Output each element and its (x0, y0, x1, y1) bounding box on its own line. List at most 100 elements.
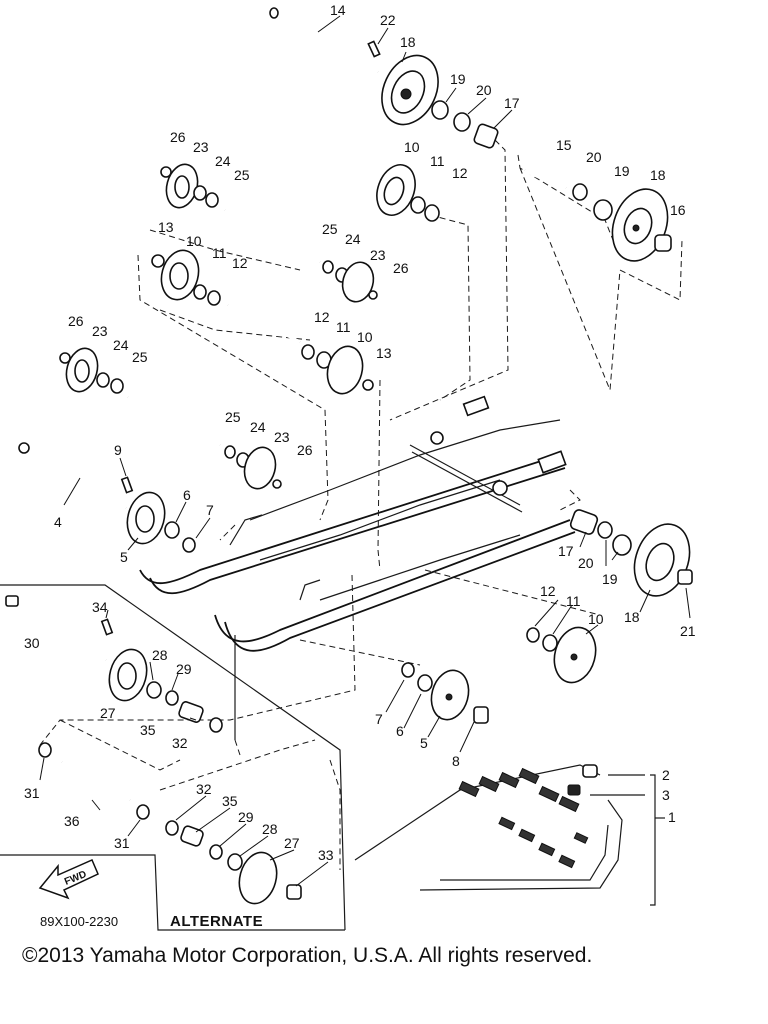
callout-23: 23 (274, 429, 290, 445)
callout-13: 13 (376, 345, 392, 361)
callout-24: 24 (113, 337, 129, 353)
fwd-arrow-icon: FWD (38, 859, 99, 900)
callout-6: 6 (183, 487, 191, 503)
callout-11: 11 (212, 245, 227, 261)
callout-25: 25 (132, 349, 148, 365)
callout-5: 5 (420, 735, 428, 751)
callout-23: 23 (370, 247, 386, 263)
copyright-notice: ©2013 Yamaha Motor Corporation, U.S.A. A… (22, 944, 593, 967)
callout-20: 20 (586, 149, 602, 165)
wheel-group-right-lower (569, 509, 693, 597)
nut-3 (567, 784, 581, 796)
pin-22 (367, 40, 381, 58)
callout-28: 28 (262, 821, 278, 837)
callout-10: 10 (404, 139, 420, 155)
callout-10: 10 (357, 329, 373, 345)
callout-leaders (39, 15, 691, 887)
callout-36: 36 (64, 813, 80, 829)
bracket-lower (537, 450, 567, 474)
callout-26: 26 (170, 129, 186, 145)
callout-19: 19 (450, 71, 466, 87)
callout-13: 13 (158, 219, 174, 235)
callout-28: 28 (152, 647, 168, 663)
alternate-label: ALTERNATE (170, 913, 263, 930)
callout-24: 24 (215, 153, 231, 169)
wheel-group-center (376, 164, 440, 222)
callout-14: 14 (330, 2, 346, 18)
alternate-box (0, 584, 346, 931)
wheel-group-left-mid (151, 249, 374, 395)
callout-24: 24 (345, 231, 361, 247)
callout-32: 32 (172, 735, 188, 751)
callout-32: 32 (196, 781, 212, 797)
callout-19: 19 (614, 163, 630, 179)
callout-33: 33 (318, 847, 334, 863)
callout-12: 12 (232, 255, 248, 271)
callout-23: 23 (92, 323, 108, 339)
wheel-group-right-bottom (526, 626, 597, 684)
callout-5: 5 (120, 549, 128, 565)
callout-29: 29 (238, 809, 254, 825)
callout-1: 1 (668, 809, 676, 825)
callout-10: 10 (588, 611, 604, 627)
callout-11: 11 (336, 319, 351, 335)
callout-24: 24 (250, 419, 266, 435)
callout-17: 17 (558, 543, 574, 559)
callout-3: 3 (662, 787, 670, 803)
callout-7: 7 (206, 502, 214, 518)
callout-12: 12 (452, 165, 468, 181)
callout-20: 20 (578, 555, 594, 571)
callout-30: 30 (24, 635, 40, 651)
wheel-group-center-bottom (401, 662, 489, 724)
callout-4: 4 (54, 514, 62, 530)
track-belt (354, 764, 665, 906)
part-callouts: 14 22 18 19 20 17 26 23 24 25 10 11 12 1… (24, 2, 696, 863)
wheel-group-left-top (160, 163, 378, 303)
callout-15: 15 (556, 137, 572, 153)
callout-34: 34 (92, 599, 108, 615)
callout-18: 18 (400, 34, 416, 50)
alternate-parts (5, 595, 302, 905)
callout-26: 26 (297, 442, 313, 458)
callout-12: 12 (540, 583, 556, 599)
stud-2 (582, 764, 598, 778)
callout-23: 23 (193, 139, 209, 155)
callout-8: 8 (452, 753, 460, 769)
callout-17: 17 (504, 95, 520, 111)
callout-9: 9 (114, 442, 122, 458)
callout-25: 25 (322, 221, 338, 237)
callout-25: 25 (225, 409, 241, 425)
callout-22: 22 (380, 12, 396, 28)
wheel-group-right (523, 167, 672, 262)
diagram-code: 89X100-2230 (40, 914, 118, 929)
callout-18: 18 (624, 609, 640, 625)
wheel-group-upper-right (381, 54, 499, 149)
bracket-upper (462, 395, 490, 417)
callout-27: 27 (284, 835, 300, 851)
callout-2: 2 (662, 767, 670, 783)
callout-31: 31 (24, 785, 40, 801)
slide-rails (139, 395, 576, 652)
callout-11: 11 (430, 153, 445, 169)
callout-27: 27 (100, 705, 116, 721)
callout-25: 25 (234, 167, 250, 183)
callout-29: 29 (176, 661, 192, 677)
callout-35: 35 (222, 793, 238, 809)
callout-16: 16 (670, 202, 686, 218)
callout-26: 26 (393, 260, 409, 276)
callout-20: 20 (476, 82, 492, 98)
callout-11: 11 (566, 593, 581, 609)
callout-19: 19 (602, 571, 618, 587)
callout-21: 21 (680, 623, 696, 639)
wheel-group-front-left (18, 442, 196, 553)
shaft-14 (269, 7, 381, 74)
callout-31: 31 (114, 835, 130, 851)
callout-10: 10 (186, 233, 202, 249)
callout-35: 35 (140, 722, 156, 738)
callout-26: 26 (68, 313, 84, 329)
callout-7: 7 (375, 711, 383, 727)
callout-12: 12 (314, 309, 330, 325)
callout-6: 6 (396, 723, 404, 739)
wheel-group-left-low (59, 347, 282, 490)
